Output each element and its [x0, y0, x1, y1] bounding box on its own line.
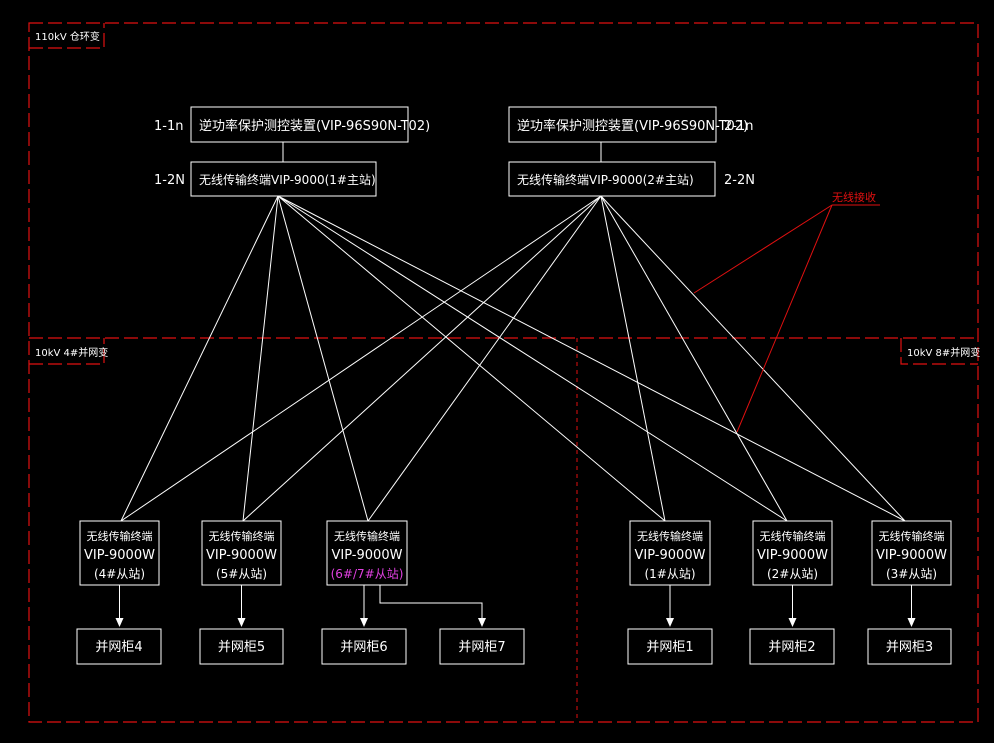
cabinet-box[interactable] — [867, 628, 952, 665]
protection-device-2-box[interactable] — [508, 106, 717, 143]
arrow-down-icon — [907, 618, 916, 627]
wireless-link-m1-s4 — [277, 195, 666, 522]
slave-model: VIP-9000W — [757, 548, 828, 563]
cabinet-label: 并网柜2 — [768, 640, 815, 655]
cabinet-box[interactable] — [76, 628, 162, 665]
slave-station-id: (5#从站) — [216, 567, 267, 581]
cabinet-6: 并网柜6 — [321, 585, 407, 665]
slave-stations: 无线传输终端 VIP-9000W (4#从站) 无线传输终端 VIP-9000W… — [79, 520, 952, 586]
slave-station-4: 无线传输终端 VIP-9000W (4#从站) — [79, 520, 160, 586]
cabinet-label: 并网柜1 — [646, 640, 693, 655]
protection-device-2-tag: 2-1n — [724, 119, 753, 134]
zone-right-label: 10kV 8#并网变 — [907, 346, 980, 359]
slave-model: VIP-9000W — [635, 548, 706, 563]
slave-station-id: (2#从站) — [767, 567, 818, 581]
slave-model: VIP-9000W — [332, 548, 403, 563]
cabinet-label: 并网柜3 — [886, 640, 933, 655]
slave-station-1: 无线传输终端 VIP-9000W (1#从站) — [629, 520, 711, 586]
master-terminal-2-box[interactable] — [508, 161, 716, 197]
slave-station-id: (1#从站) — [644, 567, 695, 581]
master-terminal-2-tag: 2-2N — [724, 173, 755, 188]
master-station-2: 逆功率保护测控装置(VIP-96S90N-T02) 2-1n 无线传输终端VIP… — [508, 106, 755, 197]
wireless-leader-2 — [736, 204, 833, 433]
slave-model: VIP-9000W — [84, 548, 155, 563]
slave-model: VIP-9000W — [206, 548, 277, 563]
zone-left-label-frame — [29, 338, 105, 365]
arrow-down-icon — [478, 618, 486, 627]
protection-device-1-tag: 1-1n — [154, 119, 183, 134]
slave-terminal-box[interactable] — [326, 520, 408, 586]
cabinet-7: 并网柜7 — [379, 585, 525, 665]
slave-station-5: 无线传输终端 VIP-9000W (5#从站) — [201, 520, 282, 586]
slave-line-1: 无线传输终端 — [879, 529, 945, 543]
slave-line-1: 无线传输终端 — [637, 529, 703, 543]
slave-station-2: 无线传输终端 VIP-9000W (2#从站) — [752, 520, 833, 586]
master-terminal-1-label: 无线传输终端VIP-9000(1#主站) — [199, 172, 376, 187]
cabinet-1: 并网柜1 — [627, 585, 713, 665]
protection-device-1-box[interactable] — [190, 106, 409, 143]
cabinet-box[interactable] — [199, 628, 284, 665]
cabinet-box[interactable] — [749, 628, 835, 665]
cabinet-4: 并网柜4 — [76, 585, 162, 665]
wireless-link-m2-s3 — [367, 195, 602, 522]
cabinet-2: 并网柜2 — [749, 585, 835, 665]
wireless-link-m2-s2 — [242, 195, 602, 522]
protection-device-1-label: 逆功率保护测控装置(VIP-96S90N-T02) — [199, 118, 430, 134]
cabinet-label: 并网柜4 — [95, 640, 142, 655]
slave-model: VIP-9000W — [876, 548, 947, 563]
wireless-link-m1-s2 — [242, 195, 279, 522]
zone-outlines — [28, 22, 979, 723]
wireless-links — [120, 195, 906, 522]
wireless-link-m2-s1 — [120, 195, 602, 522]
master-terminal-2-label: 无线传输终端VIP-9000(2#主站) — [517, 172, 694, 187]
slave-station-id: (6#/7#从站) — [331, 567, 404, 581]
slave-station-id: (3#从站) — [886, 567, 937, 581]
arrow-down-icon — [360, 618, 368, 627]
protection-device-2-label: 逆功率保护测控装置(VIP-96S90N-T02) — [517, 118, 748, 134]
slave-station-3: 无线传输终端 VIP-9000W (3#从站) — [871, 520, 952, 586]
grid-cabinets: 并网柜4 并网柜5 并网柜6 并网柜7 并网柜1 — [76, 585, 952, 665]
zone-top-label: 110kV 仓环变 — [35, 30, 100, 43]
cabinet-box[interactable] — [627, 628, 713, 665]
cabinet-box[interactable] — [439, 628, 525, 665]
wireless-link-m2-s4 — [600, 195, 666, 522]
zone-top-label-frame — [29, 23, 105, 49]
slave-station-id: (4#从站) — [94, 567, 145, 581]
master-terminal-1-box[interactable] — [190, 161, 377, 197]
arrow-down-icon — [666, 618, 674, 627]
arrow-down-icon — [788, 618, 797, 627]
cabinet-label: 并网柜5 — [218, 640, 265, 655]
slave-station-6-7: 无线传输终端 VIP-9000W (6#/7#从站) — [326, 520, 408, 586]
wireless-link-m2-s6 — [600, 195, 906, 522]
arrow-down-icon — [115, 618, 124, 627]
cabinet-box[interactable] — [321, 628, 407, 665]
slave-line-1: 无线传输终端 — [760, 529, 826, 543]
wireless-link-m1-s6 — [277, 195, 906, 522]
wireless-link-m1-s1 — [120, 195, 279, 522]
wireless-annotation: 无线接收 — [693, 190, 880, 433]
wireless-leader-1 — [693, 204, 833, 294]
slave-line-1: 无线传输终端 — [87, 529, 153, 543]
cabinet-3: 并网柜3 — [867, 585, 952, 665]
slave-line-1: 无线传输终端 — [334, 529, 400, 543]
master-terminal-1-tag: 1-2N — [154, 173, 185, 188]
cabinet-feed-line — [379, 585, 483, 624]
wireless-link-m1-s3 — [277, 195, 369, 522]
arrow-down-icon — [237, 618, 246, 627]
cabinet-label: 并网柜7 — [458, 640, 505, 655]
cabinet-label: 并网柜6 — [340, 640, 387, 655]
wireless-link-m2-s5 — [600, 195, 788, 522]
slave-line-1: 无线传输终端 — [209, 529, 275, 543]
master-station-1: 逆功率保护测控装置(VIP-96S90N-T02) 1-1n 无线传输终端VIP… — [154, 106, 430, 197]
cabinet-5: 并网柜5 — [199, 585, 284, 665]
zone-right-label-frame — [900, 338, 978, 365]
wireless-receive-label: 无线接收 — [832, 190, 876, 204]
zone-left-label: 10kV 4#并网变 — [35, 346, 108, 359]
wireless-link-m1-s5 — [277, 195, 788, 522]
zone-110kv-frame — [28, 22, 979, 723]
